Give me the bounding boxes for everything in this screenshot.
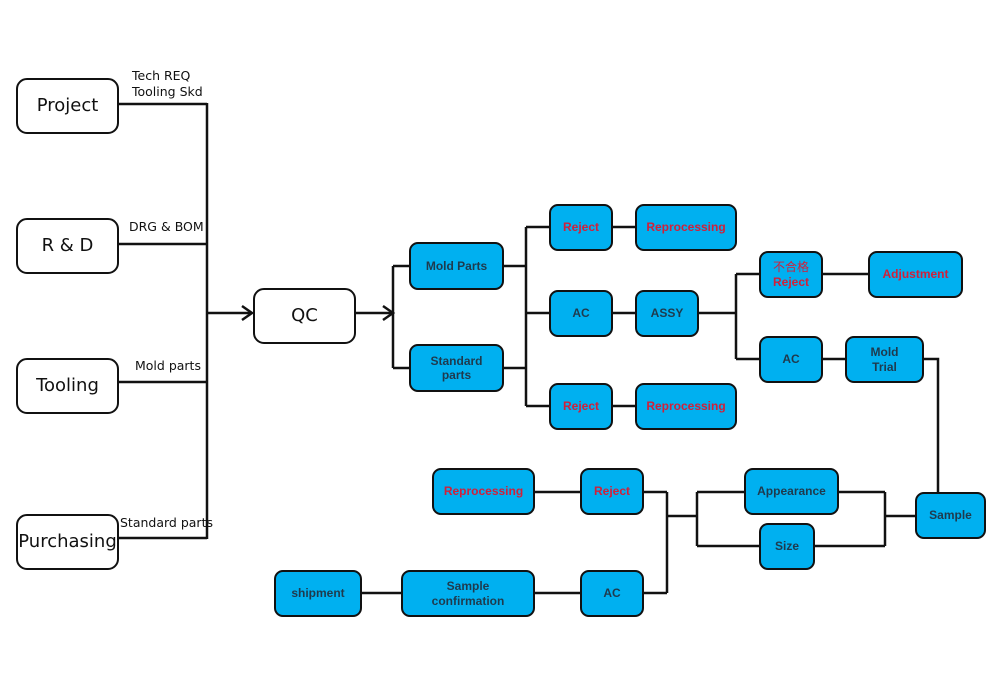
sample-reprocessing-node[interactable]: Reprocessing <box>432 468 535 515</box>
sample-confirmation-label-2: confirmation <box>431 593 505 608</box>
purchasing-node[interactable]: Purchasing <box>16 514 119 570</box>
size-node[interactable]: Size <box>759 523 815 570</box>
shipment-node[interactable]: shipment <box>274 570 362 617</box>
reprocessing-bottom-label: Reprocessing <box>646 399 726 414</box>
rnd-label: R & D <box>41 235 94 257</box>
assy-node[interactable]: ASSY <box>635 290 699 337</box>
adjustment-node[interactable]: Adjustment <box>868 251 963 298</box>
tech-req-label: Tech REQ <box>132 68 191 83</box>
sample-ac-node[interactable]: AC <box>580 570 644 617</box>
qc-label: QC <box>291 305 318 327</box>
ac-assy-label: AC <box>782 352 800 367</box>
standard-parts-node[interactable]: Standard parts <box>409 344 504 392</box>
assy-reject-cn-label: 不合格 <box>772 260 809 275</box>
sample-node[interactable]: Sample <box>915 492 986 539</box>
shipment-label: shipment <box>291 586 345 601</box>
assy-label: ASSY <box>650 306 684 321</box>
rnd-node[interactable]: R & D <box>16 218 119 274</box>
mold-trial-label-1: Mold <box>870 345 899 360</box>
reject-top-label: Reject <box>562 220 600 235</box>
sample-reprocessing-label: Reprocessing <box>443 484 524 499</box>
mold-trial-to-sample <box>923 357 940 492</box>
project-label: Project <box>36 95 99 117</box>
purchasing-label: Purchasing <box>18 531 117 553</box>
tooling-skd-label: Tooling Skd <box>132 84 203 100</box>
reject-bottom-label: Reject <box>562 399 600 414</box>
assy-reject-label: Reject <box>772 274 810 289</box>
qc-node[interactable]: QC <box>253 288 356 344</box>
sample-confirmation-label-1: Sample <box>446 579 490 594</box>
appearance-node[interactable]: Appearance <box>744 468 839 515</box>
mold-parts-label: Mold Parts <box>425 258 488 273</box>
rnd-edge-label: DRG & BOM <box>129 219 204 234</box>
sample-confirmation-node[interactable]: Sample confirmation <box>401 570 535 617</box>
reprocessing-top-node[interactable]: Reprocessing <box>635 204 737 251</box>
mold-trial-node[interactable]: Mold Trial <box>845 336 924 383</box>
ac-mid-label: AC <box>572 306 590 321</box>
sample-label: Sample <box>929 508 972 523</box>
adjustment-label: Adjustment <box>882 267 949 282</box>
size-label: Size <box>774 539 799 554</box>
project-edge-label: Tech REQ Tooling Skd <box>132 68 203 101</box>
tooling-node[interactable]: Tooling <box>16 358 119 414</box>
ac-mid-node[interactable]: AC <box>549 290 613 337</box>
tooling-edge-label: Mold parts <box>135 358 201 373</box>
ac-assy-node[interactable]: AC <box>759 336 823 383</box>
mold-parts-node[interactable]: Mold Parts <box>409 242 504 290</box>
reprocessing-top-label: Reprocessing <box>646 220 726 235</box>
appearance-label: Appearance <box>757 484 826 499</box>
sample-ac-label: AC <box>603 586 621 601</box>
assy-reject-node[interactable]: 不合格 Reject <box>759 251 823 298</box>
purchasing-edge-label: Standard parts <box>120 515 213 530</box>
reject-bottom-node[interactable]: Reject <box>549 383 613 430</box>
reject-top-node[interactable]: Reject <box>549 204 613 251</box>
project-node[interactable]: Project <box>16 78 119 134</box>
reprocessing-bottom-node[interactable]: Reprocessing <box>635 383 737 430</box>
standard-parts-label-1: Standard <box>430 353 483 368</box>
sample-reject-label: Reject <box>593 484 631 499</box>
mold-trial-label-2: Trial <box>872 359 897 374</box>
to-qc-arrowhead <box>241 304 255 322</box>
standard-parts-label-2: parts <box>441 368 472 382</box>
tooling-label: Tooling <box>36 375 99 397</box>
sample-reject-node[interactable]: Reject <box>580 468 644 515</box>
